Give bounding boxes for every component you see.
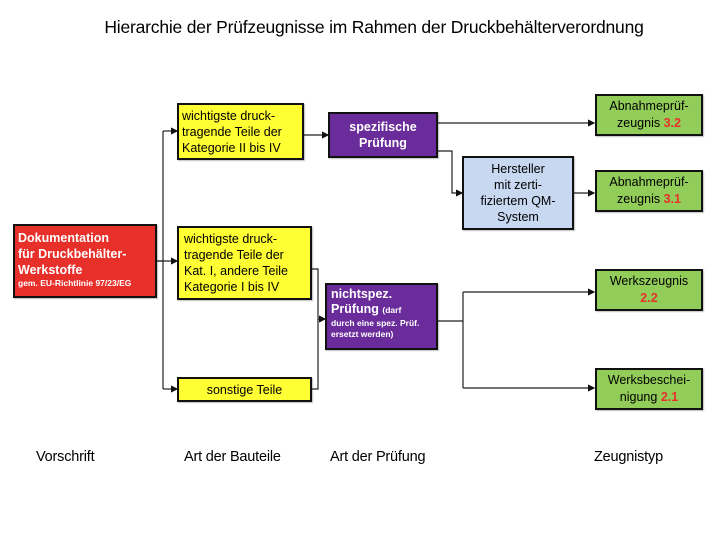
nichtspez-note2: durch eine spez. Prüf. [331,318,420,328]
bauteil-2-line3: Kat. I, andere Teile [184,264,289,278]
zeugnis-box-2-2: Werkszeugnis 2.2 [595,269,703,311]
bauteil-3-label: sonstige Teile [206,383,283,397]
column-label-vorschrift: Vorschrift [36,449,95,465]
nichtspez-note1: (darf [382,305,402,315]
zeugnis-3-1-number: 3.1 [663,192,681,206]
bauteil-2-line4: Kategorie I bis IV [184,280,280,294]
vorschrift-line2: für Druckbehälter- [18,247,127,261]
bauteil-2-line1: wichtigste druck- [184,232,278,246]
column-label-zeugnistyp: Zeugnistyp [594,449,663,465]
zeugnis-2-2-number: 2.2 [640,291,658,305]
vorschrift-line1: Dokumentation [18,231,109,245]
hersteller-line4: System [497,210,539,224]
column-label-bauteile: Art der Bauteile [184,449,281,465]
zeugnis-2-1-number: 2.1 [660,390,679,404]
hersteller-line1: Hersteller [491,162,545,176]
zeugnis-2-1-line2: nigung [619,390,658,404]
bauteil-2-line2: tragende Teile der [184,248,284,262]
nichtspez-pruefung-box: nichtspez. Prüfung (darf durch eine spez… [325,283,438,350]
nichtspez-line1: nichtspez. [331,287,393,301]
zeugnis-3-2-line2: zeugnis [617,116,661,130]
bauteil-1-line2: tragende Teile der [182,125,282,139]
bauteil-box-sonstige: sonstige Teile [177,377,312,402]
vorschrift-directive: gem. EU-Richtlinie 97/23/EG [18,278,132,288]
zeugnis-box-2-1: Werksbeschei- nigung 2.1 [595,368,703,410]
vorschrift-box: Dokumentation für Druckbehälter- Werksto… [13,224,157,298]
connector-spez-hersteller [438,150,464,197]
zeugnis-box-3-2: Abnahmeprüf- zeugnis 3.2 [595,94,703,136]
connector-bauteil2-nichtspez [312,268,319,390]
zeugnis-3-2-number: 3.2 [663,116,681,130]
zeugnis-3-2-line1: Abnahmeprüf- [609,99,689,113]
zeugnis-3-1-line2: zeugnis [617,192,661,206]
zeugnis-2-1-line1: Werksbeschei- [607,373,691,387]
nichtspez-line2: Prüfung [331,302,379,316]
hersteller-box: Hersteller mit zerti- fiziertem QM- Syst… [462,156,574,230]
bauteil-box-kat-2-4: wichtigste druck- tragende Teile der Kat… [177,103,304,160]
zeugnis-3-1-line1: Abnahmeprüf- [609,175,689,189]
diagram-title: Hierarchie der Prüfzeugnisse im Rahmen d… [104,17,644,37]
hersteller-line3: fiziertem QM- [480,194,556,208]
bauteil-1-line3: Kategorie II bis IV [182,141,281,155]
nichtspez-note3: ersetzt werden) [331,329,394,339]
zeugnis-2-2-line1: Werkszeugnis [609,274,689,288]
vorschrift-line3: Werkstoffe [18,263,83,277]
spezifische-line1: spezifische [349,120,417,134]
bauteil-1-line1: wichtigste druck- [182,109,276,123]
spezifische-line2: Prüfung [359,136,407,150]
bauteil-box-kat-1: wichtigste druck- tragende Teile der Kat… [177,226,312,300]
spezifische-pruefung-box: spezifische Prüfung [328,112,438,158]
column-label-pruefung: Art der Prüfung [330,449,426,465]
zeugnis-box-3-1: Abnahmeprüf- zeugnis 3.1 [595,170,703,212]
hersteller-line2: mit zerti- [494,178,542,192]
